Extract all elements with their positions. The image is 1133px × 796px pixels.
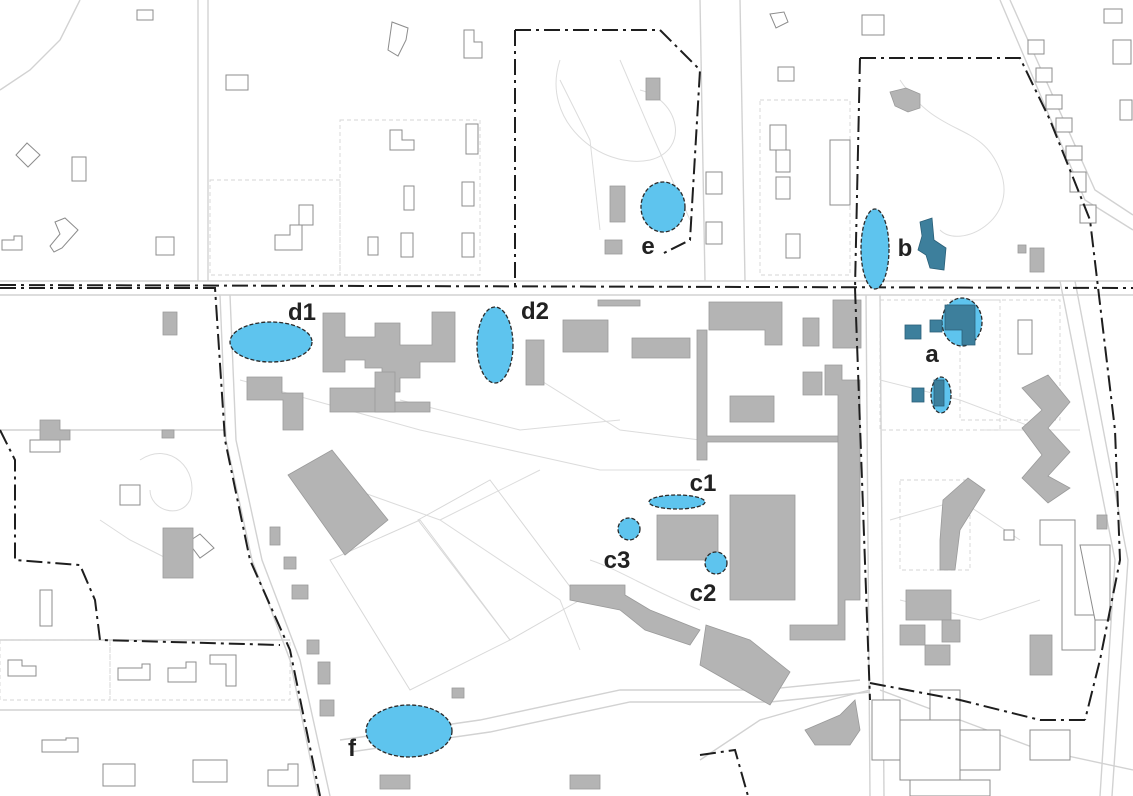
zone-label-d1: d1 [288,299,316,326]
zone-e-area [640,181,686,233]
zone-d2-area [476,306,514,384]
zone-label-e: e [641,233,654,260]
zone-label-a: a [925,341,939,368]
zone-label-b: b [898,235,913,262]
lot-outlines [0,99,1061,701]
zone-b-area [860,208,890,290]
zone-c3-area [617,517,641,541]
zone-labels: e b d1 d2 a c1 c3 c2 f [288,233,939,762]
zone-label-c3: c3 [604,547,631,574]
campus-boundary [0,29,1133,796]
zone-label-c1: c1 [690,470,717,497]
zone-label-d2: d2 [521,298,549,325]
zone-buildings [904,217,976,407]
campus-buildings [39,77,1108,790]
zone-c1-area [648,494,706,510]
zone-c2-area [704,551,728,575]
outline-buildings [1,8,1133,796]
zone-label-c2: c2 [690,580,717,607]
zone-f-area [365,704,453,758]
zone-label-f: f [348,735,357,762]
zone-d1-area [229,321,313,363]
